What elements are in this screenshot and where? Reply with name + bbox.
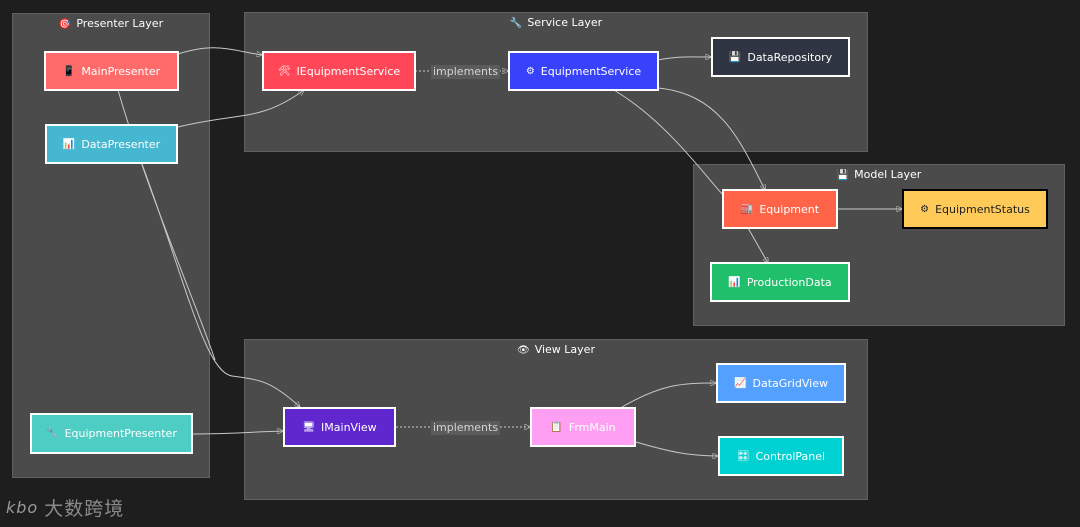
view-implements-label: implements <box>431 421 501 435</box>
equipment-service-node[interactable]: ⚙EquipmentService <box>508 51 659 91</box>
clipboard-icon: 📋 <box>550 421 563 433</box>
floppy-disk-icon: 💾 <box>836 170 850 181</box>
watermark: kbo 大数跨境 <box>6 494 124 521</box>
watermark-logo: kbo <box>6 498 39 517</box>
eye-icon: 👁 <box>517 345 530 356</box>
watermark-text: 大数跨境 <box>44 498 125 520</box>
gear-icon: ⚙ <box>920 203 930 215</box>
tools-icon: 🛠 <box>277 65 291 77</box>
wrench-icon: 🔧 <box>509 18 523 29</box>
floppy-disk-icon: 💾 <box>728 51 742 63</box>
frm-main-node[interactable]: 📋FrmMain <box>530 407 636 447</box>
i-equipment-service-node[interactable]: 🛠IEquipmentService <box>262 51 416 91</box>
control-panel-node[interactable]: 🎛ControlPanel <box>718 436 844 476</box>
view-layer-title: 👁View Layer <box>517 343 595 356</box>
control-knobs-icon: 🎛 <box>736 450 750 462</box>
service-implements-label: implements <box>431 65 501 79</box>
equipment-status-node[interactable]: ⚙EquipmentStatus <box>902 189 1048 229</box>
production-data-node[interactable]: 📊ProductionData <box>710 262 850 302</box>
data-repository-node[interactable]: 💾DataRepository <box>711 37 850 77</box>
wrench-icon: 🔧 <box>46 428 59 439</box>
presenter-layer-title: 🎯Presenter Layer <box>58 17 164 30</box>
bar-chart-icon: 📊 <box>728 276 741 288</box>
bar-chart-icon: 📊 <box>62 138 76 150</box>
factory-icon: 🏭 <box>740 203 754 215</box>
mobile-phone-icon: 📱 <box>62 65 76 77</box>
main-presenter-node[interactable]: 📱MainPresenter <box>44 51 179 91</box>
equipment-node[interactable]: 🏭Equipment <box>722 189 838 229</box>
model-layer-title: 💾Model Layer <box>836 168 922 181</box>
data-presenter-node[interactable]: 📊DataPresenter <box>45 124 178 164</box>
line-chart-icon: 📈 <box>734 377 747 389</box>
equipment-presenter-node[interactable]: 🔧EquipmentPresenter <box>30 413 193 454</box>
monitor-icon: 🖥 <box>302 421 316 433</box>
i-main-view-node[interactable]: 🖥IMainView <box>283 407 396 447</box>
target-icon: 🎯 <box>58 19 72 30</box>
service-layer-title: 🔧Service Layer <box>509 16 603 29</box>
gear-icon: ⚙ <box>525 65 535 77</box>
data-grid-view-node[interactable]: 📈DataGridView <box>716 363 846 403</box>
